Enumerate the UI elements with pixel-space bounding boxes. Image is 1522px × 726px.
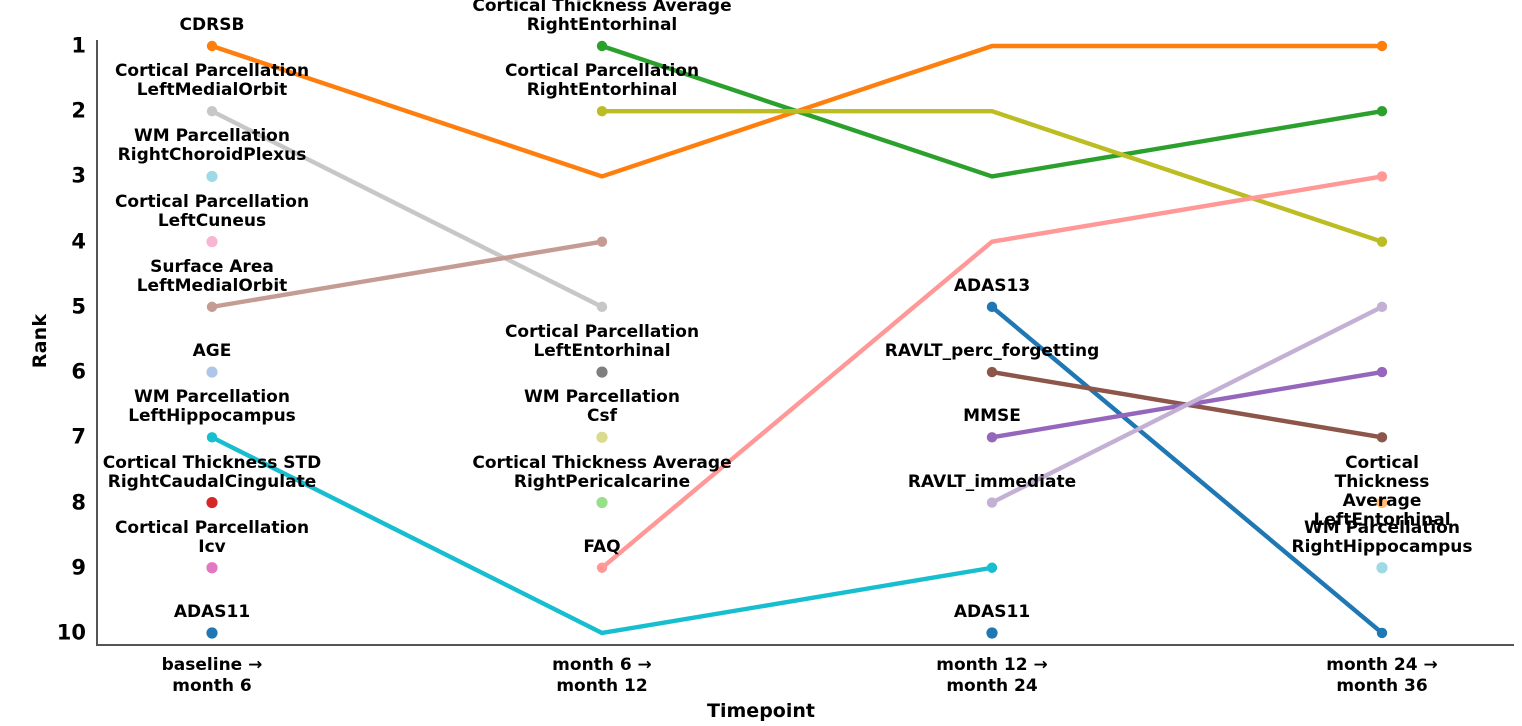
series-point xyxy=(206,106,218,117)
series-point xyxy=(206,301,218,313)
series-point xyxy=(1376,366,1388,378)
series-point xyxy=(206,627,218,639)
series-point xyxy=(206,366,218,378)
series-line xyxy=(209,239,605,310)
series-point xyxy=(596,236,608,247)
series-point xyxy=(986,366,998,378)
series-point xyxy=(1376,627,1388,639)
series-point xyxy=(596,366,608,378)
series-point xyxy=(596,106,608,117)
y-tick-6: 6 xyxy=(71,359,86,384)
series-point xyxy=(1376,171,1388,182)
x-tick-3: month 24 → month 36 xyxy=(1326,655,1438,696)
series-point xyxy=(206,496,218,509)
y-tick-3: 3 xyxy=(71,163,86,188)
y-tick-1: 1 xyxy=(71,33,86,58)
x-tick-2: month 12 → month 24 xyxy=(936,655,1048,696)
series-point xyxy=(986,497,998,508)
series-point xyxy=(596,562,608,573)
series-line xyxy=(989,304,1385,636)
x-axis-line xyxy=(96,644,1514,646)
series-point xyxy=(596,496,608,509)
series-point xyxy=(206,562,218,574)
series-point xyxy=(596,40,608,52)
series-point xyxy=(1376,562,1388,574)
x-tick-0: baseline → month 6 xyxy=(161,655,263,696)
series-point xyxy=(206,236,218,248)
series-point xyxy=(206,432,218,443)
y-tick-10: 10 xyxy=(56,620,86,645)
series-point xyxy=(986,627,998,639)
y-tick-9: 9 xyxy=(71,555,86,580)
series-point xyxy=(986,301,998,313)
series-line xyxy=(599,174,1385,570)
y-tick-2: 2 xyxy=(71,98,86,123)
series-point xyxy=(1376,106,1388,117)
series-point xyxy=(596,301,608,313)
series-point xyxy=(596,431,608,443)
series-point xyxy=(1376,236,1388,247)
x-axis-title: Timepoint xyxy=(707,700,815,722)
y-tick-8: 8 xyxy=(71,490,86,515)
x-tick-1: month 6 → month 12 xyxy=(552,655,652,696)
series-point xyxy=(206,40,218,52)
y-tick-7: 7 xyxy=(71,424,86,449)
y-axis-line xyxy=(96,40,98,644)
series-point xyxy=(1376,496,1388,509)
series-point xyxy=(986,562,998,573)
y-tick-5: 5 xyxy=(71,294,86,319)
series-line xyxy=(599,43,1385,179)
series-point xyxy=(1376,40,1388,52)
series-point xyxy=(1376,432,1388,443)
series-line xyxy=(209,109,605,310)
series-line xyxy=(209,435,995,636)
series-line xyxy=(989,304,1385,505)
series-point xyxy=(986,432,998,443)
y-tick-4: 4 xyxy=(71,229,86,254)
series-point xyxy=(1376,301,1388,313)
series-point xyxy=(206,170,218,183)
